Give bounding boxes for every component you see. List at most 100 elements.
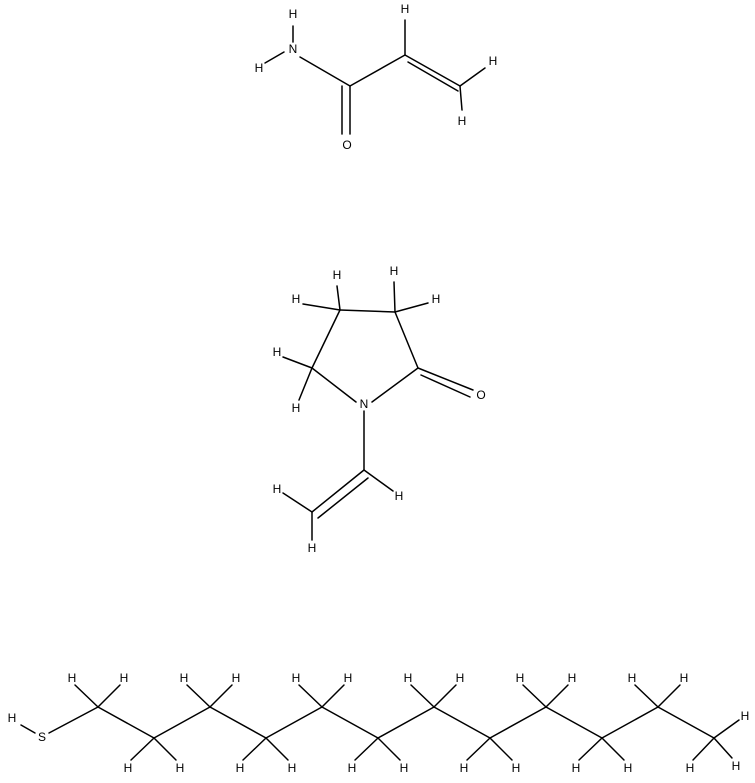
atom-label: H	[176, 761, 185, 775]
atom-label: H	[512, 761, 521, 775]
bond	[311, 367, 357, 403]
bond	[336, 285, 341, 311]
bond	[410, 684, 435, 708]
bond	[339, 309, 396, 313]
atom-label: H	[289, 7, 298, 21]
bond	[433, 684, 457, 708]
bond	[209, 684, 233, 708]
bond	[97, 706, 155, 739]
atom-label: H	[68, 671, 77, 685]
bond	[209, 706, 267, 739]
atom-label: H	[401, 2, 410, 16]
bond	[321, 684, 345, 708]
atom-label: H	[124, 761, 133, 775]
atom-label: H	[292, 671, 301, 685]
bond	[282, 492, 313, 513]
bond	[404, 54, 461, 87]
atom-label: H	[232, 671, 241, 685]
bond	[153, 737, 177, 761]
atom-label: H	[460, 761, 469, 775]
bond	[466, 737, 491, 761]
atom-label: S	[38, 730, 46, 744]
bond	[393, 281, 396, 313]
bond	[459, 67, 486, 87]
bond	[522, 684, 547, 708]
molecule-vinylpyrrolidone: H H H H H H O N H H H	[273, 264, 486, 555]
bond	[363, 469, 394, 492]
atom-label: H	[288, 761, 297, 775]
atom-label: H	[456, 671, 465, 685]
atom-label: H	[395, 489, 404, 503]
atom-label: N	[360, 397, 369, 411]
bond	[302, 303, 341, 311]
atom-label: H	[8, 711, 17, 725]
atom-label: N	[289, 42, 298, 56]
bond	[601, 706, 659, 739]
atom-label: H	[390, 264, 399, 278]
bond	[713, 737, 733, 759]
atom-label: H	[273, 482, 282, 496]
bond	[311, 309, 341, 369]
bond	[298, 367, 313, 401]
atom-label: H	[458, 114, 467, 128]
bond	[317, 477, 369, 519]
bond	[321, 706, 379, 739]
bond	[420, 374, 471, 398]
molecule-dodecanethiol: H S H H H H H H H H H H H H H H H H H H …	[8, 671, 750, 775]
bond	[298, 684, 323, 708]
atom-label: H	[255, 61, 264, 75]
bond	[417, 367, 474, 391]
bond	[153, 706, 211, 739]
atom-label: H	[180, 671, 189, 685]
bond	[349, 54, 406, 87]
atom-label: H	[120, 671, 129, 685]
bond	[377, 706, 435, 739]
atom-label: H	[624, 761, 633, 775]
bond	[459, 85, 463, 111]
atom-label: H	[572, 761, 581, 775]
atom-label: H	[344, 671, 353, 685]
bond	[601, 737, 625, 761]
bond	[97, 684, 121, 708]
bond	[282, 356, 313, 369]
bond	[433, 706, 491, 739]
atom-label: H	[516, 671, 525, 685]
atom-label: H	[308, 541, 317, 555]
bond	[20, 724, 36, 734]
bond	[311, 469, 365, 513]
atom-label: H	[292, 401, 301, 415]
atom-label: H	[400, 761, 409, 775]
atom-label: H	[628, 671, 637, 685]
atom-label: O	[476, 388, 485, 402]
bond	[264, 51, 285, 64]
bond	[692, 737, 715, 761]
bond	[545, 706, 603, 739]
bond	[74, 684, 99, 708]
bond	[186, 684, 211, 708]
atom-label: H	[333, 268, 342, 282]
bond	[657, 706, 715, 739]
atom-label: H	[236, 761, 245, 775]
bond	[354, 737, 379, 761]
atom-label: H	[489, 54, 498, 68]
atom-label: H	[741, 709, 750, 723]
bond	[713, 719, 740, 739]
atom-label: H	[292, 292, 301, 306]
bond	[545, 684, 569, 708]
bond	[634, 684, 659, 708]
bond	[578, 737, 603, 761]
bond	[394, 302, 429, 313]
bond	[489, 706, 547, 739]
molecule-acrylamide: H H N H H O H H	[255, 2, 498, 152]
atom-label: H	[273, 345, 282, 359]
atom-label: H	[686, 761, 695, 775]
bond	[48, 706, 99, 734]
bond	[265, 706, 323, 739]
bond	[407, 61, 459, 92]
bond	[377, 737, 401, 761]
atom-label: H	[348, 761, 357, 775]
bond	[299, 56, 351, 87]
atom-label: H	[404, 671, 413, 685]
atom-label: H	[432, 292, 441, 306]
